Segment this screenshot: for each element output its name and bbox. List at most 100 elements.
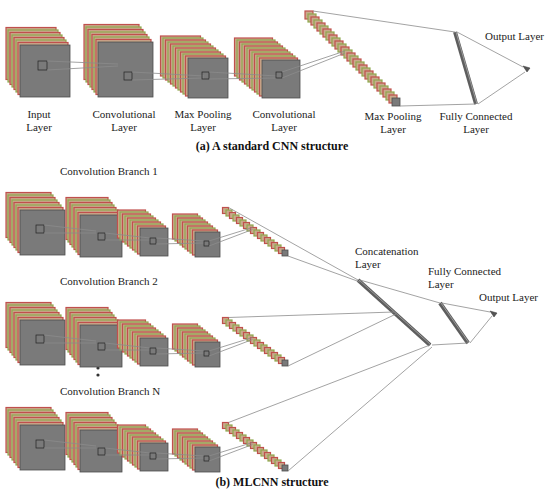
kernel-line — [44, 233, 96, 234]
kernel-window — [38, 61, 47, 70]
kernel-line — [156, 453, 204, 456]
feature-map-front — [195, 447, 220, 472]
kernel-window — [124, 72, 132, 80]
connection-line — [313, 11, 455, 32]
layer-label: Convolutional Layer — [88, 108, 160, 134]
kernel-line — [132, 72, 204, 76]
feature-map-front — [20, 210, 65, 255]
feature-map-front — [262, 60, 300, 98]
feature-map-front — [195, 232, 220, 257]
layer-label: Max Pooling Layer — [172, 108, 234, 134]
feature-map-front — [140, 228, 168, 256]
fully-connected-bar-edge — [441, 303, 469, 343]
connection-line — [229, 312, 395, 318]
kernel-line — [44, 440, 96, 446]
connection-line — [229, 208, 359, 281]
kernel-window — [276, 72, 282, 78]
kernel-line — [44, 225, 96, 231]
feature-map-front — [195, 342, 220, 367]
connection-line — [288, 314, 396, 366]
kernel-window — [36, 225, 44, 233]
feature-map-front — [80, 325, 122, 367]
feature-map-front — [80, 430, 122, 472]
feature-map-front — [282, 360, 288, 366]
connection-line — [442, 303, 490, 312]
fully-connected-bar — [440, 303, 468, 343]
kernel-line — [156, 238, 204, 241]
kernel-window — [98, 343, 105, 350]
figure-caption: (a) A standard CNN structure — [0, 140, 547, 153]
kernel-line — [209, 340, 253, 357]
layer-label: Convolutional Layer — [248, 108, 320, 134]
kernel-line — [209, 445, 253, 462]
feature-map-front — [98, 42, 153, 97]
kernel-line — [44, 335, 96, 341]
layer-label: Input Layer — [14, 108, 64, 134]
connection-line — [432, 343, 468, 345]
kernel-window — [204, 241, 209, 246]
connection-line — [478, 72, 525, 104]
layer-label: Output Layer — [485, 30, 547, 43]
kernel-line — [44, 448, 96, 449]
kernel-line — [47, 66, 118, 70]
output-node — [490, 311, 497, 317]
kernel-line — [156, 348, 204, 351]
kernel-line — [132, 78, 204, 80]
kernel-line — [105, 455, 150, 456]
kernel-window — [36, 335, 44, 343]
layer-label: Convolution Branch 1 — [60, 165, 220, 178]
connection-line — [400, 104, 476, 106]
feature-map-front — [20, 320, 65, 365]
connection-line — [288, 256, 360, 282]
kernel-window — [204, 351, 209, 356]
kernel-line — [209, 72, 277, 76]
layer-label: Fully Connected Layer — [428, 265, 508, 291]
kernel-line — [105, 350, 150, 351]
feature-map-front — [140, 443, 168, 471]
layer-label: Max Pooling Layer — [362, 110, 424, 136]
kernel-line — [105, 233, 150, 238]
kernel-line — [156, 458, 204, 459]
feature-map-front — [392, 98, 400, 106]
kernel-window — [150, 348, 156, 354]
layer-label: Concatenation Layer — [355, 245, 435, 271]
feature-map-front — [140, 338, 168, 366]
layer-label: Fully Connected Layer — [436, 110, 516, 136]
kernel-line — [47, 61, 118, 64]
kernel-window — [202, 72, 209, 79]
feature-map-front — [80, 215, 122, 257]
kernel-line — [282, 51, 345, 72]
layer-label: Output Layer — [479, 291, 547, 304]
connection-line — [229, 345, 431, 423]
kernel-window — [98, 448, 105, 455]
kernel-line — [105, 240, 150, 241]
kernel-line — [156, 243, 204, 244]
kernel-line — [156, 353, 204, 354]
feature-map-front — [20, 45, 70, 97]
kernel-line — [209, 228, 253, 242]
kernel-line — [209, 230, 253, 247]
kernel-window — [204, 456, 209, 461]
connection-line — [470, 316, 492, 343]
kernel-line — [209, 78, 277, 79]
kernel-line — [44, 343, 96, 344]
output-node — [523, 66, 530, 72]
layer-label: Convolution Branch 2 — [60, 275, 220, 288]
fully-connected-bar — [455, 32, 476, 104]
feature-map-front — [282, 250, 288, 256]
kernel-line — [105, 448, 150, 453]
feature-map-front — [282, 465, 288, 471]
figure-caption: (b) MLCNN structure — [0, 476, 547, 489]
kernel-window — [36, 440, 44, 448]
kernel-line — [282, 53, 345, 78]
kernel-line — [209, 443, 253, 457]
connection-line — [288, 347, 432, 471]
kernel-window — [150, 453, 156, 459]
kernel-line — [105, 343, 150, 348]
kernel-window — [150, 238, 156, 244]
kernel-line — [209, 338, 253, 352]
layer-label: Convolution Branch N — [60, 385, 220, 398]
fully-connected-bar-edge — [456, 32, 477, 104]
